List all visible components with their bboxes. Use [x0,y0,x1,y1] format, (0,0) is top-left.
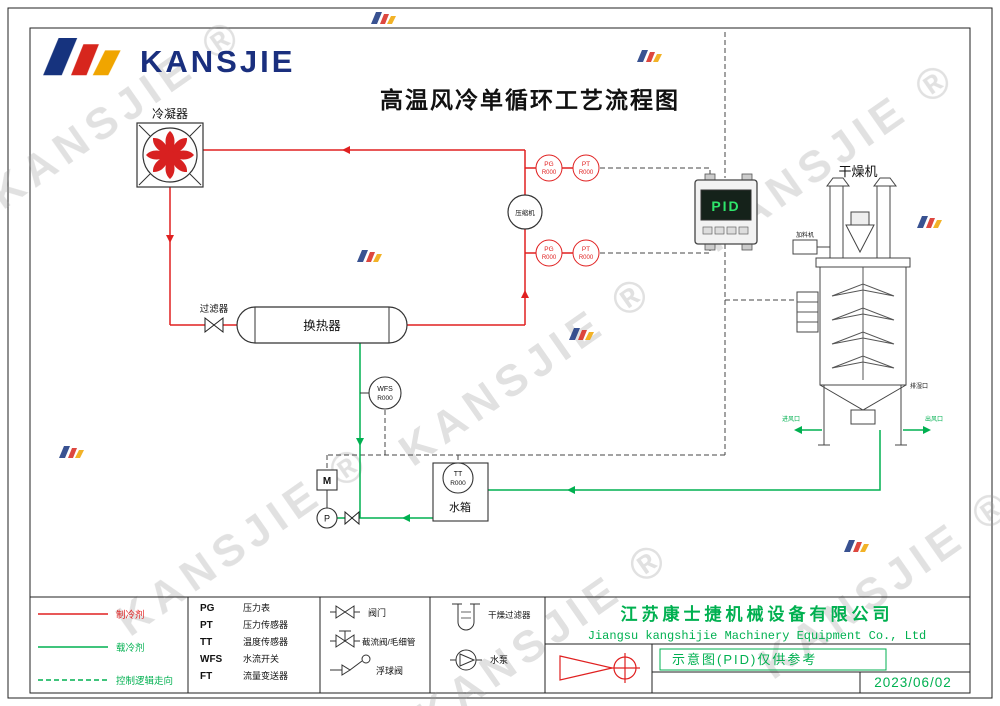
instrument-pg-bottom: PG R000 [535,239,563,267]
drawing-note: 示意图(PID)仅供参考 [672,652,817,667]
condenser-label: 冷凝器 [152,106,188,121]
wfs-code: WFS [377,386,393,393]
legend-code: FT [200,671,212,682]
legend-code: TT [200,637,212,648]
condenser-fan-icon [146,131,194,179]
compressor-label: 压缩机 [515,208,535,217]
heat-exchanger: 换热器 [236,306,408,344]
legend-code: PT [200,620,213,631]
pump: P [316,507,338,529]
pt-code: PT [582,161,590,168]
legend-valve-label: 截流阀/毛细管 [362,637,415,647]
legend-valve-label: 浮球阀 [376,665,403,676]
title-block: 江苏康士捷机械设备有限公司 Jiangsu kangshijie Machine… [545,604,970,693]
dryer-feeder-label: 加料机 [796,231,814,239]
legend-grid [30,596,970,693]
legend-code: PG [200,603,215,614]
pump-valve [344,510,360,526]
dryer: 干燥机 加料机 排湿口 进风口 出风口 [782,164,943,446]
pt-tag: R000 [579,170,594,176]
legend-name: 温度传感器 [243,636,288,647]
dryer-inlet-label: 进风口 [782,415,800,423]
instrument-pg-top: PG R000 [535,154,563,182]
logo-text: KANSJIE [140,44,295,79]
compressor: 压缩机 [507,194,543,230]
legend-valves: 阀门 截流阀/毛细管 浮球阀 [330,605,415,676]
company-logo: KANSJIE [43,38,295,79]
dryer-label: 干燥机 [838,164,877,179]
legend-line-label: 载冷剂 [116,642,145,654]
coolant-flow-arrows [356,426,931,522]
pid-screen-label: PID [711,198,740,214]
dryer-outlet-label: 出风口 [925,415,943,423]
instrument-wfs: WFS R000 [360,376,402,410]
refrigerant-flow-arrows [166,146,529,298]
drawing-date: 2023/06/02 [874,675,952,690]
legend-equipment-label: 干燥过滤器 [488,610,531,620]
legend-equipment: 干燥过滤器 水泵 [450,603,531,671]
pid-controller: PID [694,173,758,251]
legend-code: WFS [200,654,223,665]
company-name-cn: 江苏康士捷机械设备有限公司 [621,604,894,624]
filter-label: 过滤器 [200,303,229,315]
water-tank-label: 水箱 [449,500,471,514]
legend-instruments: PG 压力表 PT 压力传感器 TT 温度传感器 WFS 水流开关 FT 流量变… [200,602,288,682]
legend-equipment-label: 水泵 [490,654,508,665]
wfs-tag: R000 [377,395,393,402]
legend-name: 压力传感器 [243,619,288,630]
drawing-title: 高温风冷单循环工艺流程图 [380,87,680,113]
company-name-en: Jiangsu kangshijie Machinery Equipment C… [588,629,926,643]
legend-line-label: 制冷剂 [116,609,145,621]
control-logic-lines [326,32,797,470]
condenser: 冷凝器 [136,106,204,188]
pid-buttons [702,226,749,235]
title-block-logo-icon [559,653,640,683]
pg-code: PG [544,246,553,253]
legend-valve-label: 阀门 [368,607,386,618]
motor-label: M [323,476,331,487]
instrument-pt-top: PT R000 [572,154,600,182]
pt-tag: R000 [579,255,594,261]
legend-name: 水流开关 [243,653,279,664]
legend-name: 流量变送器 [243,670,288,681]
tt-code: TT [454,471,463,478]
heat-exchanger-label: 换热器 [303,319,341,333]
motor: M [316,469,338,508]
pt-code: PT [582,246,590,253]
dryer-vent-label: 排湿口 [910,382,928,390]
pg-code: PG [544,161,553,168]
legend-name: 压力表 [243,602,270,613]
filter-valve: 过滤器 [200,303,229,334]
legend-line-label: 控制逻辑走向 [116,675,173,687]
pump-label: P [324,514,330,524]
pg-tag: R000 [542,170,557,176]
instrument-pt-bottom: PT R000 [572,239,600,267]
pg-tag: R000 [542,255,557,261]
water-tank: TT R000 水箱 [432,462,489,522]
legend-line-types: 制冷剂 载冷剂 控制逻辑走向 [38,609,173,687]
tt-tag: R000 [450,480,466,487]
